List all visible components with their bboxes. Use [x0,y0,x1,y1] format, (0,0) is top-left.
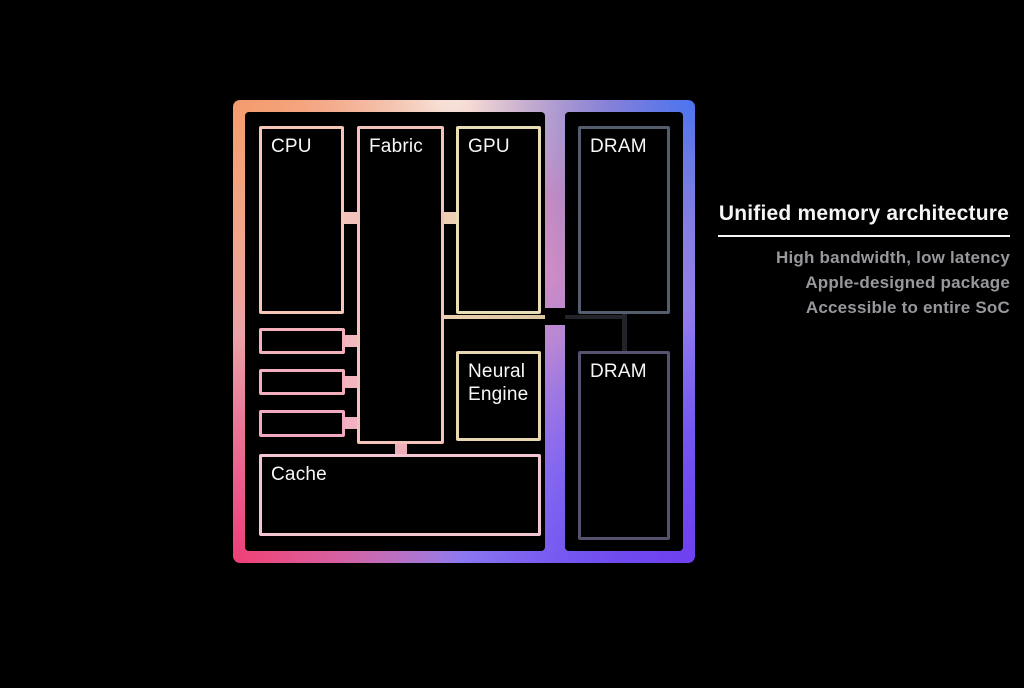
gpu-block: GPU [456,126,541,314]
dram-top-label: DRAM [590,136,647,157]
connector-fabric-subblock-1 [345,335,357,347]
dram-area: DRAM DRAM [565,112,683,551]
dram-top-block: DRAM [578,126,670,314]
panel-points: High bandwidth, low latency Apple-design… [670,245,1010,320]
connector-fabric-cache [395,444,407,454]
cpu-block: CPU [259,126,344,314]
fabric-block: Fabric [357,126,444,444]
panel-point-2: Apple-designed package [805,273,1010,292]
soc-package: CPU Fabric GPU Neural Engine Cache [233,100,695,563]
cpu-subblock-1 [259,328,345,354]
neural-engine-block: Neural Engine [456,351,541,441]
dram-bottom-block: DRAM [578,351,670,540]
neural-engine-label: Neural Engine [468,361,529,405]
cpu-label: CPU [271,136,312,157]
panel-point-1: High bandwidth, low latency [776,248,1010,267]
cpu-subblock-3 [259,410,345,437]
cpu-subblock-2 [259,369,345,395]
cache-label: Cache [271,464,327,485]
connector-fabric-subblock-3 [345,417,357,429]
dram-bottom-label: DRAM [590,361,647,382]
cache-block: Cache [259,454,541,536]
connector-fabric-gpu [444,212,456,224]
soc-die-area: CPU Fabric GPU Neural Engine Cache [245,112,545,551]
memory-bus-die-segment [444,315,545,319]
panel-point-3: Accessible to entire SoC [805,298,1010,317]
memory-bus-dram-segment [565,315,627,319]
connector-dram-vertical [622,314,627,351]
gpu-label: GPU [468,136,510,157]
connector-cpu-fabric [344,212,357,224]
info-panel: Unified memory architecture High bandwid… [670,202,1010,320]
connector-fabric-subblock-2 [345,376,357,388]
fabric-label: Fabric [369,136,423,157]
memory-bus-package-crossing [545,308,565,325]
panel-title: Unified memory architecture [717,202,1010,237]
